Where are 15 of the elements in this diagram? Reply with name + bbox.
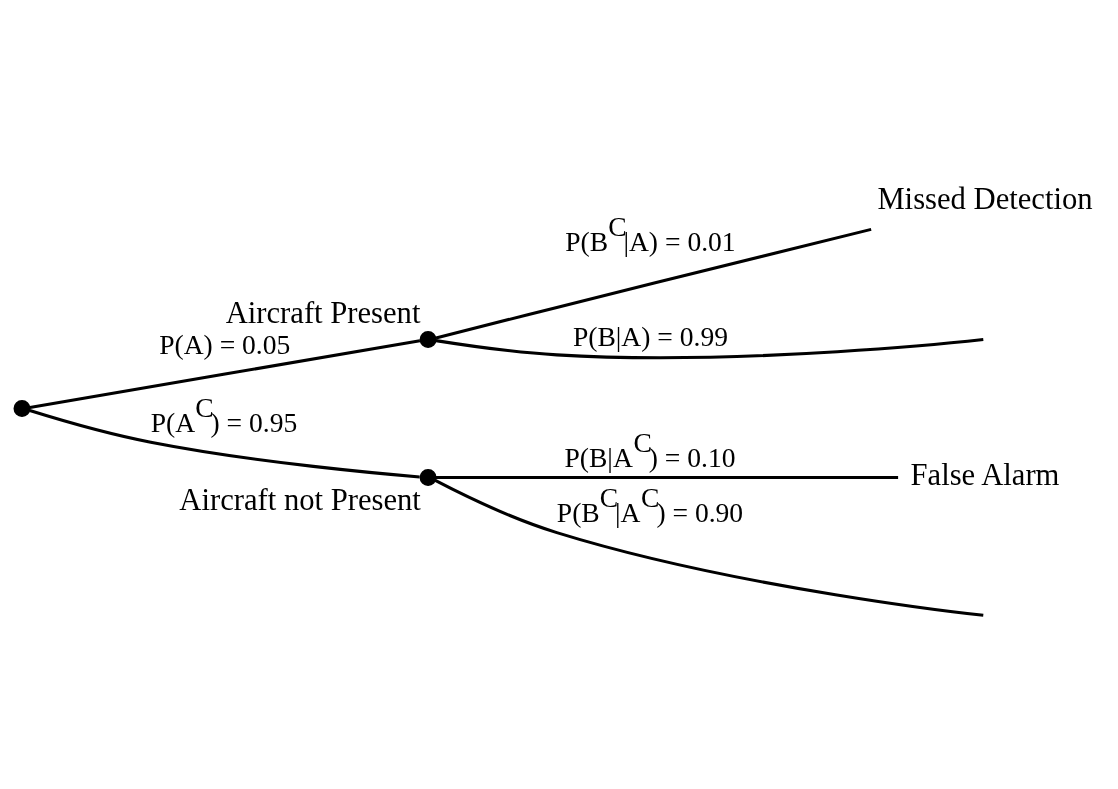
connector	[435, 337, 984, 359]
edge-label: P(A) = 0.05	[159, 328, 291, 360]
connector	[435, 475, 899, 479]
node-circle	[13, 399, 31, 417]
connector	[435, 227, 872, 339]
edge-label: P(B|A) = 0.99	[572, 320, 728, 352]
node-circle	[419, 468, 437, 486]
node-label: Aircraft Present	[225, 295, 421, 330]
node-text: Missed Detection	[877, 181, 1093, 216]
node-circle	[419, 330, 437, 348]
connector	[434, 478, 984, 617]
connector	[29, 338, 421, 409]
node-text: False Alarm	[910, 457, 1060, 492]
connector	[29, 408, 420, 478]
node-label: Aircraft not Present	[179, 482, 421, 517]
